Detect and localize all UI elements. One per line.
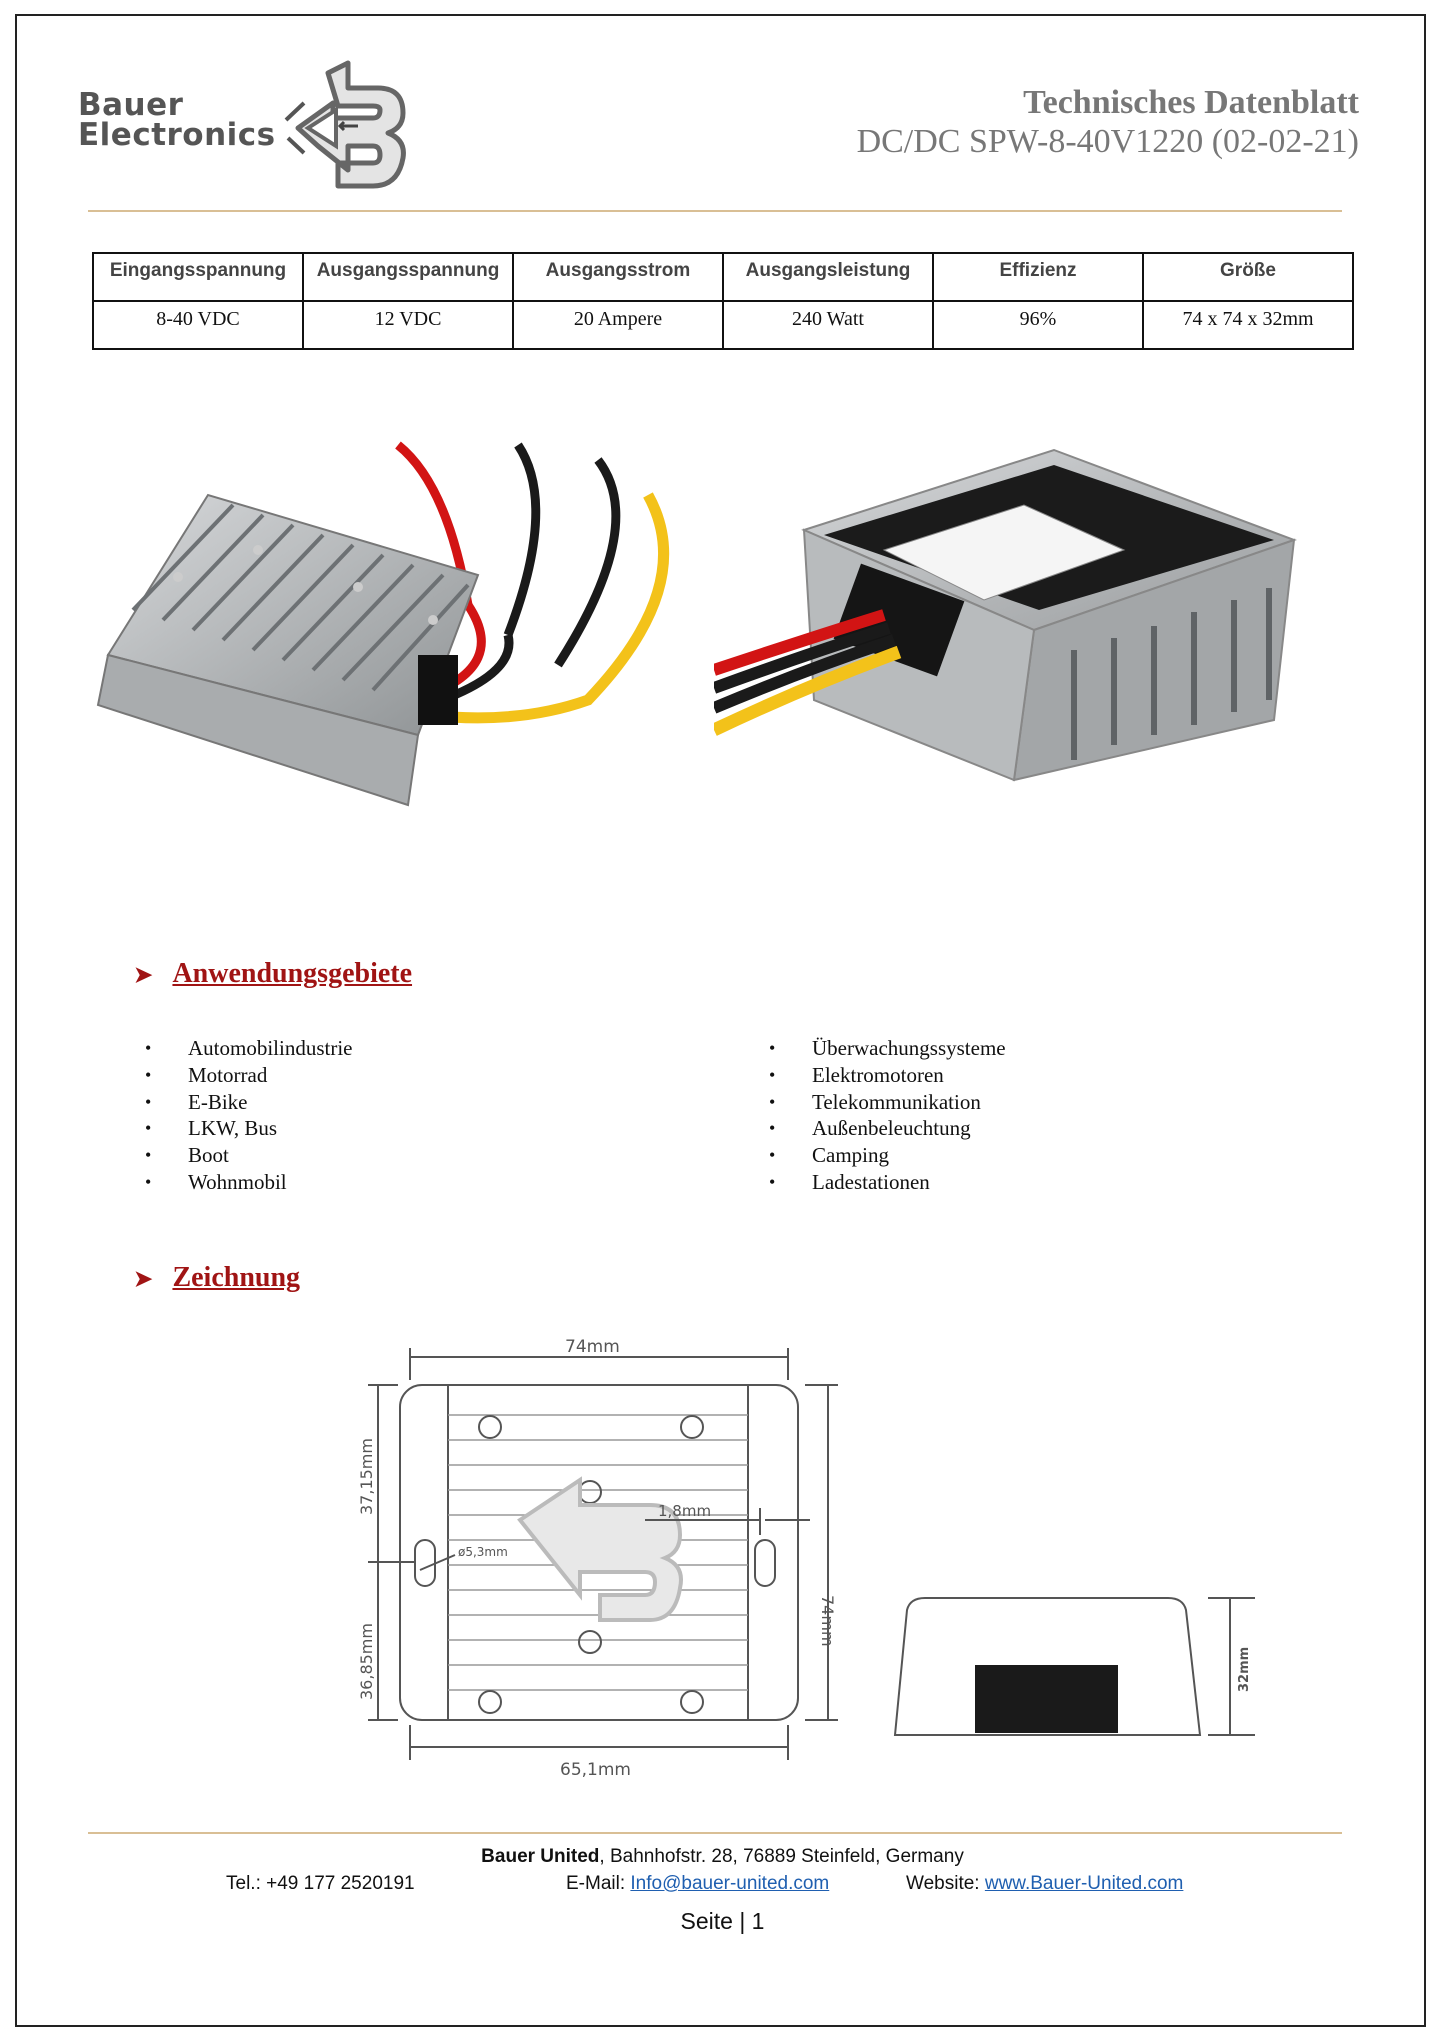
website-link[interactable]: www.Bauer-United.com: [984, 1873, 1184, 1894]
list-item: Überwachungssysteme: [769, 1035, 1006, 1062]
drawing-heading: ➤Zeichnung: [134, 1262, 301, 1293]
header-efficiency: Effizienz: [932, 252, 1144, 302]
list-item: Elektromotoren: [769, 1062, 1006, 1089]
list-item: Camping: [769, 1142, 1006, 1169]
brand-logo: Bauer Electronics: [78, 58, 418, 198]
specs-table: Eingangsspannung Ausgangsspannung Ausgan…: [92, 252, 1354, 350]
applications-list-right: Überwachungssysteme Elektromotoren Telek…: [769, 1035, 1006, 1196]
dim-width-label: 74mm: [565, 1337, 620, 1357]
value-output-voltage: 12 VDC: [302, 300, 514, 350]
header-input-voltage: Eingangsspannung: [92, 252, 304, 302]
dim-hole-label: ø5,3mm: [458, 1545, 508, 1559]
dim-offset-label: 1,8mm: [658, 1502, 711, 1520]
product-photo-back: [714, 448, 1297, 782]
specs-header-row: Eingangsspannung Ausgangsspannung Ausgan…: [92, 252, 1354, 302]
footer-email: E-Mail: Info@bauer-united.com: [566, 1873, 830, 1894]
applications-heading: ➤Anwendungsgebiete: [134, 958, 413, 989]
header-output-voltage: Ausgangsspannung: [302, 252, 514, 302]
document-title: Technisches Datenblatt DC/DC SPW-8-40V12…: [856, 84, 1359, 160]
brand-name: Bauer Electronics: [78, 87, 276, 153]
value-output-power: 240 Watt: [722, 300, 934, 350]
list-item: Ladestationen: [769, 1169, 1006, 1196]
technical-drawing: 74mm 65,1mm 1,8mm ø5,3mm 37,15mm 36,85mm…: [357, 1337, 1255, 1780]
list-item: E-Bike: [145, 1089, 353, 1116]
list-item: Telekommunikation: [769, 1089, 1006, 1116]
footer-address: Bauer United, Bahnhofstr. 28, 76889 Stei…: [481, 1846, 964, 1867]
footer-website: Website: www.Bauer-United.com: [906, 1873, 1184, 1894]
footer-divider: [88, 1832, 1342, 1834]
dim-depth-label: 32mm: [1237, 1647, 1252, 1692]
list-item: LKW, Bus: [145, 1115, 353, 1142]
page-border: [15, 14, 1426, 2027]
product-photo-front: [96, 441, 670, 807]
arrow-icon: ➤: [134, 1266, 153, 1291]
value-input-voltage: 8-40 VDC: [92, 300, 304, 350]
email-link[interactable]: Info@bauer-united.com: [630, 1873, 830, 1894]
dim-lower-label: 36,85mm: [357, 1623, 376, 1700]
list-item: Motorrad: [145, 1062, 353, 1089]
header-divider: [88, 210, 1342, 212]
list-item: Wohnmobil: [145, 1169, 353, 1196]
dim-height-label: 74mm: [818, 1595, 837, 1647]
applications-list-left: Automobilindustrie Motorrad E-Bike LKW, …: [145, 1035, 353, 1196]
dim-upper-label: 37,15mm: [357, 1438, 376, 1515]
page-number: Seite | 1: [680, 1908, 765, 1934]
connector-block: [975, 1665, 1118, 1733]
brand-mark-icon: [284, 60, 406, 189]
header-size: Größe: [1142, 252, 1354, 302]
specs-value-row: 8-40 VDC 12 VDC 20 Ampere 240 Watt 96% 7…: [92, 300, 1354, 350]
header-output-current: Ausgangsstrom: [512, 252, 724, 302]
value-output-current: 20 Ampere: [512, 300, 724, 350]
list-item: Außenbeleuchtung: [769, 1115, 1006, 1142]
value-efficiency: 96%: [932, 300, 1144, 350]
footer-phone: Tel.: +49 177 2520191: [226, 1873, 415, 1894]
list-item: Boot: [145, 1142, 353, 1169]
header-output-power: Ausgangsleistung: [722, 252, 934, 302]
list-item: Automobilindustrie: [145, 1035, 353, 1062]
dim-bottom-label: 65,1mm: [560, 1760, 631, 1780]
value-size: 74 x 74 x 32mm: [1142, 300, 1354, 350]
arrow-icon: ➤: [134, 962, 153, 987]
